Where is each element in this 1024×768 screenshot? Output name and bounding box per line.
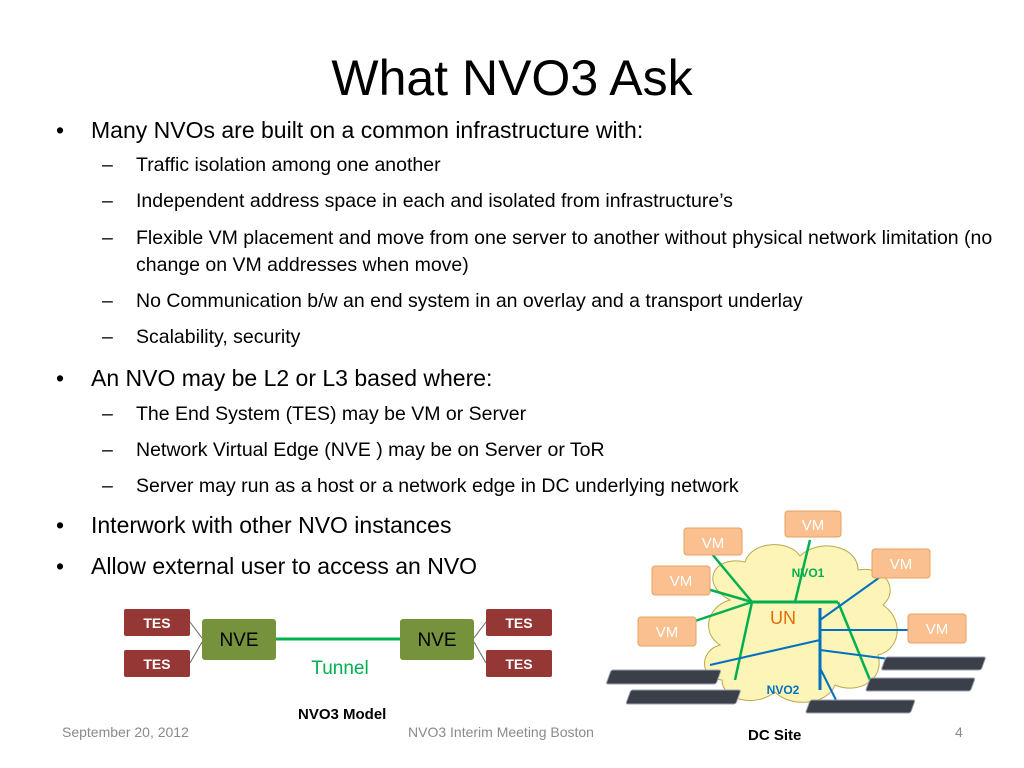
footer-date: September 20, 2012 <box>62 724 189 740</box>
nvo1-link <box>733 601 754 681</box>
bullet-text: Interwork with other NVO instances <box>91 512 452 538</box>
sub-bullet-item: – Network Virtual Edge (NVE ) may be on S… <box>56 438 1006 463</box>
nve-label: NVE <box>219 630 258 651</box>
server-icon <box>625 689 741 705</box>
page-number: 4 <box>955 724 963 740</box>
sub-bullet-text: Traffic isolation among one another <box>136 154 441 176</box>
vm-box: VM <box>907 613 967 644</box>
vm-label: VM <box>802 517 825 534</box>
vm-label: VM <box>926 621 949 638</box>
tes-box-shape <box>124 609 190 636</box>
tes-label: TES <box>505 656 532 672</box>
tes-box-shape <box>124 650 190 677</box>
sub-bullet-item: – Independent address space in each and i… <box>56 189 1006 214</box>
sub-bullet-item: – No Communication b/w an end system in a… <box>56 289 1006 314</box>
tes-box: TES <box>124 650 190 677</box>
vm-box: VM <box>871 548 931 579</box>
tes-box-shape <box>486 609 552 636</box>
sub-bullet-text: No Communication b/w an end system in an… <box>136 290 803 312</box>
sub-bullet-item: – Traffic isolation among one another <box>56 153 1006 178</box>
bullet-item: • Allow external user to access an NVO <box>56 552 1006 580</box>
nvo1-label: NVO1 <box>792 566 825 580</box>
sub-bullet-item: – The End System (TES) may be VM or Serve… <box>56 402 1006 427</box>
nvo1-link <box>711 553 753 603</box>
server-icon <box>881 656 986 671</box>
nvo2-label: NVO2 <box>767 683 800 697</box>
nve-box-shape <box>400 619 474 660</box>
tes-box: TES <box>124 609 190 636</box>
bullet-dot-icon: • <box>56 365 65 391</box>
sub-bullet-text: Server may run as a host or a network ed… <box>136 475 739 497</box>
tes-link <box>189 641 203 664</box>
nve-label: NVE <box>417 630 456 651</box>
dash-icon: – <box>102 190 113 212</box>
tes-box-shape <box>486 650 552 677</box>
dash-icon: – <box>102 154 113 176</box>
vm-box: VM <box>683 527 743 556</box>
tes-label: TES <box>505 615 532 631</box>
dash-icon: – <box>102 326 113 348</box>
nvo2-link <box>709 639 821 666</box>
dc-site-diagram: UN NVO1 NVO2 VM VM VM VM VM VM <box>606 510 986 714</box>
slide-title: What NVO3 Ask <box>331 50 693 106</box>
sub-bullet-item: – Scalability, security <box>56 325 1006 350</box>
dash-icon: – <box>102 403 113 425</box>
vm-label: VM <box>670 573 693 590</box>
nvo1-link <box>836 601 872 681</box>
vm-box: VM <box>637 616 697 647</box>
dash-icon: – <box>102 439 113 461</box>
nvo2-link <box>819 667 839 705</box>
bullet-dot-icon: • <box>56 512 65 538</box>
vm-label: VM <box>656 624 679 641</box>
vm-label: VM <box>890 556 913 573</box>
bullet-text: Many NVOs are built on a common infrastr… <box>91 117 644 143</box>
dash-icon: – <box>102 227 113 249</box>
dash-icon: – <box>102 475 113 497</box>
tes-link <box>473 641 487 664</box>
bullet-dot-icon: • <box>56 553 65 579</box>
sub-bullet-text: Flexible VM placement and move from one … <box>136 227 993 276</box>
sub-bullet-item: – Flexible VM placement and move from one… <box>56 225 1016 279</box>
sub-bullet-text: Independent address space in each and is… <box>136 190 733 212</box>
vm-label: VM <box>702 535 725 552</box>
server-icon <box>805 699 916 714</box>
sub-bullet-text: The End System (TES) may be VM or Server <box>136 403 527 425</box>
tes-label: TES <box>143 615 170 631</box>
bullet-item: • Interwork with other NVO instances <box>56 511 1006 539</box>
nve-box: NVE <box>400 619 474 660</box>
tes-box: TES <box>486 650 552 677</box>
server-icon <box>865 677 976 692</box>
sub-bullet-text: Network Virtual Edge (NVE ) may be on Se… <box>136 439 605 461</box>
bullet-list: • Many NVOs are built on a common infrast… <box>56 116 1006 580</box>
bullet-text: An NVO may be L2 or L3 based where: <box>91 365 493 391</box>
nve-box: NVE <box>202 619 276 660</box>
vm-box: VM <box>651 565 711 596</box>
tunnel-label: Tunnel <box>311 658 368 679</box>
nvo3-model-diagram: TES TES TES TES NVE NVE Tunnel <box>124 609 552 679</box>
tes-box: TES <box>486 609 552 636</box>
vm-box: VM <box>784 510 842 538</box>
bullet-dot-icon: • <box>56 117 65 143</box>
nvo3-model-caption: NVO3 Model <box>298 706 387 723</box>
bullet-item: • An NVO may be L2 or L3 based where: <box>56 364 1006 392</box>
bullet-item: • Many NVOs are built on a common infrast… <box>56 116 1006 144</box>
tes-link <box>189 621 203 639</box>
dc-site-caption: DC Site <box>748 727 802 744</box>
sub-bullet-text: Scalability, security <box>136 326 301 348</box>
un-label: UN <box>770 608 796 628</box>
server-icon <box>606 669 722 685</box>
nve-box-shape <box>202 619 276 660</box>
tes-label: TES <box>143 656 170 672</box>
bullet-text: Allow external user to access an NVO <box>91 553 478 579</box>
sub-bullet-item: – Server may run as a host or a network e… <box>56 474 1006 499</box>
footer-event: NVO3 Interim Meeting Boston <box>408 724 594 740</box>
tes-link <box>473 621 487 639</box>
dash-icon: – <box>102 290 113 312</box>
nvo1-link <box>793 539 812 603</box>
